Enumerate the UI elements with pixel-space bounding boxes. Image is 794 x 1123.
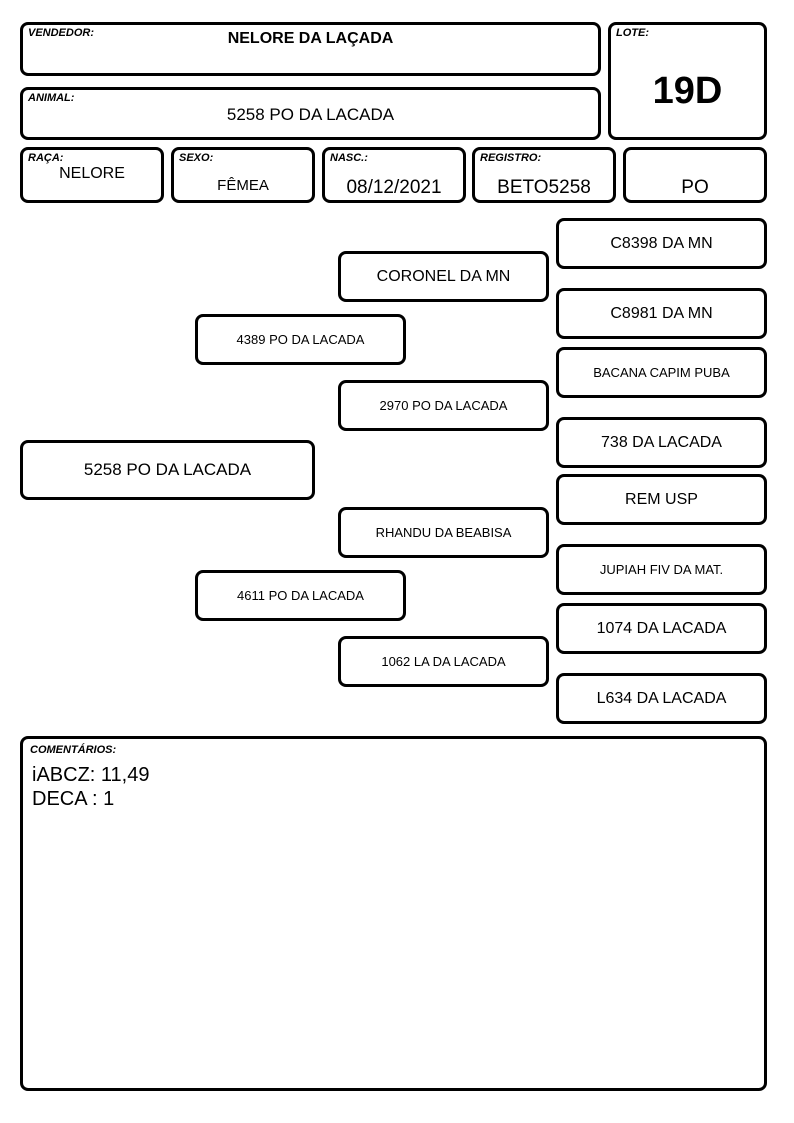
comments-text: iABCZ: 11,49 DECA : 1 (32, 763, 149, 811)
raca-label: RAÇA: (28, 152, 64, 164)
comments-label: COMENTÁRIOS: (30, 744, 117, 756)
pedigree-dd-sire: 1074 DA LACADA (556, 603, 767, 654)
animal-label: ANIMAL: (28, 92, 75, 104)
lote-value: 19D (652, 70, 723, 112)
vendedor-box: VENDEDOR: NELORE DA LAÇADA (20, 22, 601, 76)
pedigree-sire-sire: CORONEL DA MN (338, 251, 549, 302)
lote-label: LOTE: (616, 27, 649, 39)
pedigree-sire-dam: 2970 PO DA LACADA (338, 380, 549, 431)
raca-value: NELORE (59, 165, 125, 182)
registro-value: BETO5258 (497, 177, 591, 198)
vendedor-label: VENDEDOR: (28, 27, 95, 39)
sexo-value: FÊMEA (217, 177, 269, 194)
comment-line-iabcz: iABCZ: 11,49 (32, 764, 150, 786)
pedigree-dam: 4611 PO DA LACADA (195, 570, 406, 621)
nasc-value: 08/12/2021 (346, 177, 442, 198)
pedigree-dam-sire: RHANDU DA BEABISA (338, 507, 549, 558)
vendedor-value: NELORE DA LAÇADA (227, 30, 394, 47)
pedigree-ds-dam: JUPIAH FIV DA MAT. (556, 544, 767, 595)
pedigree-sd-sire: BACANA CAPIM PUBA (556, 347, 767, 398)
raca-box: RAÇA: NELORE (20, 147, 164, 203)
animal-value: 5258 PO DA LACADA (226, 105, 395, 124)
pedigree-sire: 4389 PO DA LACADA (195, 314, 406, 365)
lote-box: LOTE: 19D (608, 22, 767, 140)
animal-box: ANIMAL: 5258 PO DA LACADA (20, 87, 601, 140)
sexo-label: SEXO: (179, 152, 214, 164)
pedigree-dam-dam: 1062 LA DA LACADA (338, 636, 549, 687)
sexo-box: SEXO: FÊMEA (171, 147, 315, 203)
pedigree-dd-dam: L634 DA LACADA (556, 673, 767, 724)
pedigree-ss-sire: C8398 DA MN (556, 218, 767, 269)
categoria-box: PO (623, 147, 767, 203)
nasc-box: NASC.: 08/12/2021 (322, 147, 466, 203)
registro-box: REGISTRO: BETO5258 (472, 147, 616, 203)
pedigree-sd-dam: 738 DA LACADA (556, 417, 767, 468)
nasc-label: NASC.: (330, 152, 368, 164)
categoria-value: PO (681, 177, 709, 198)
pedigree-ss-dam: C8981 DA MN (556, 288, 767, 339)
pedigree-animal: 5258 PO DA LACADA (20, 440, 315, 500)
pedigree-ds-sire: REM USP (556, 474, 767, 525)
registro-label: REGISTRO: (480, 152, 542, 164)
comment-line-deca: DECA : 1 (32, 788, 115, 810)
comments-box: COMENTÁRIOS: iABCZ: 11,49 DECA : 1 (20, 736, 767, 1091)
